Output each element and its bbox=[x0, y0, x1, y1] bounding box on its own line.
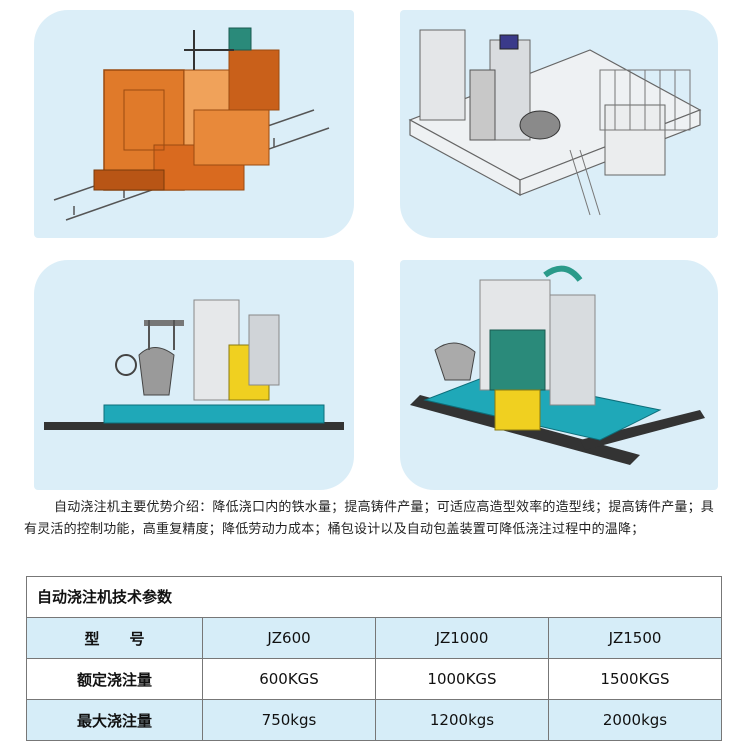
row-label-max-pour: 最大浇注量 bbox=[27, 700, 203, 740]
cell-max-jz1500: 2000kgs bbox=[602, 711, 668, 729]
cell-max-jz1000: 1200kgs bbox=[376, 700, 549, 740]
table-row-model: 型号 JZ600 JZ1000 JZ1500 bbox=[27, 618, 721, 659]
wireframe-machine-drawing bbox=[408, 29, 702, 216]
table-row-max-pour: 最大浇注量 750kgs 1200kgs 2000kgs bbox=[27, 700, 721, 740]
intro-paragraph: 自动浇注机主要优势介绍：降低浇口内的铁水量；提高铸件产量；可适应高造型效率的造型… bbox=[24, 500, 715, 537]
cell-rated-jz1000: 1000KGS bbox=[376, 659, 549, 699]
cell-rated-jz600: 600KGS bbox=[203, 659, 376, 699]
cell-rated-jz1500: 1500KGS bbox=[600, 670, 670, 688]
row-label-model: 型号 bbox=[27, 618, 203, 658]
machine-image-teal-side bbox=[34, 260, 354, 490]
cell-max-jz600: 750kgs bbox=[203, 700, 376, 740]
teal-perspective-machine-drawing bbox=[410, 265, 705, 465]
spec-table-title: 自动浇注机技术参数 bbox=[27, 577, 721, 618]
row-label-rated-pour: 额定浇注量 bbox=[27, 659, 203, 699]
teal-side-machine-drawing bbox=[44, 299, 344, 430]
machine-image-orange bbox=[34, 10, 354, 238]
orange-machine-drawing bbox=[53, 27, 330, 221]
spec-table: 自动浇注机技术参数 型号 JZ600 JZ1000 JZ1500 额定浇注量 6… bbox=[26, 576, 722, 741]
table-row-rated-pour: 额定浇注量 600KGS 1000KGS 1500KGS bbox=[27, 659, 721, 700]
cell-model-jz600: JZ600 bbox=[203, 618, 376, 658]
machine-image-teal-perspective bbox=[400, 260, 718, 490]
cell-model-jz1000: JZ1000 bbox=[376, 618, 549, 658]
cell-model-jz1500: JZ1500 bbox=[608, 629, 662, 647]
machine-image-wireframe bbox=[400, 10, 718, 238]
